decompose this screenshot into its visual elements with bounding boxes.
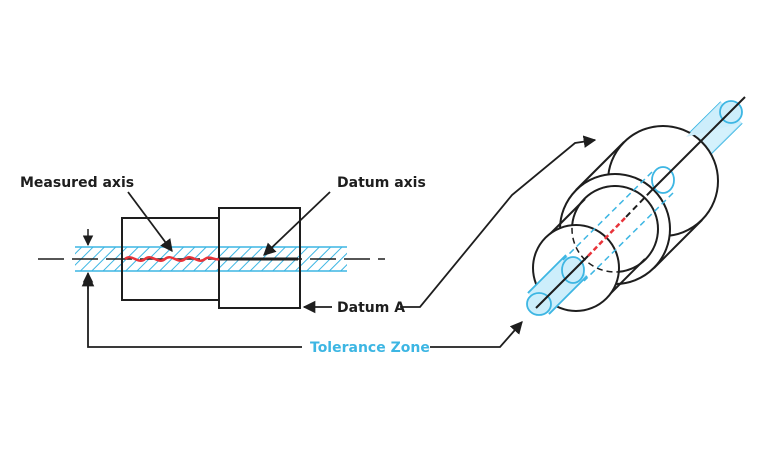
iso-axis-visible-right (650, 96, 746, 192)
measured-axis-leader (127, 191, 173, 253)
large-cylinder-top-edge (575, 141, 625, 191)
datum-axis-label: Datum axis (337, 175, 426, 191)
tube-hidden-edge-top (562, 171, 653, 261)
tolerance-zone-label: Tolerance Zone (310, 340, 430, 356)
measured-axis-label: Measured axis (20, 175, 135, 191)
tube-hidden-edge-bottom (583, 192, 674, 282)
tube-front-top-edge (527, 254, 567, 294)
datum-a-label: Datum A (337, 300, 406, 316)
datum-axis-leader (263, 191, 331, 256)
side-view (38, 191, 385, 348)
iso-measured-axis (587, 217, 626, 257)
large-cylinder-bottom-edge (653, 219, 703, 269)
tolerance-zone-connector (430, 321, 523, 348)
measured-axis-line (124, 256, 220, 262)
tube-ring-large (651, 166, 675, 194)
iso-axis-hidden (624, 190, 652, 219)
tube-front-bottom-edge (548, 275, 588, 315)
tolerance-zone-leader (81, 273, 302, 348)
small-cylinder-hidden-edge (571, 185, 659, 273)
isometric-view (526, 96, 746, 316)
datum-a-connector (400, 135, 597, 308)
iso-axis-visible-left (535, 255, 589, 309)
